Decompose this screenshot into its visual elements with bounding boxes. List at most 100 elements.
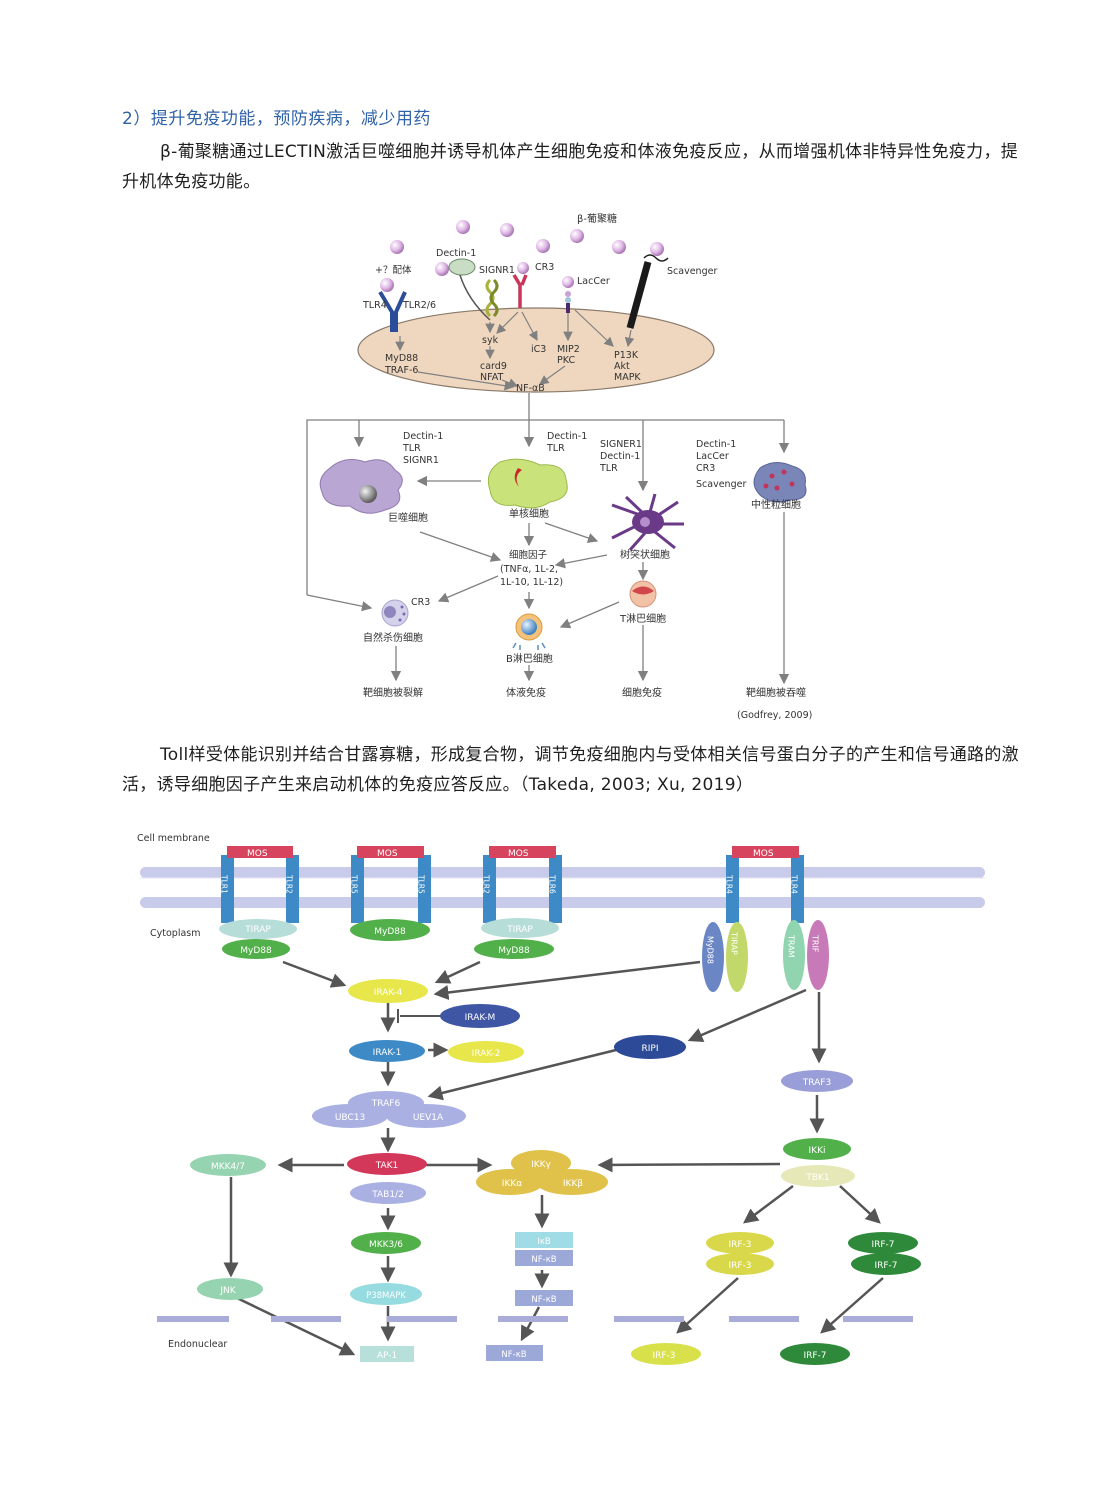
- cell-body: [357, 307, 715, 393]
- ikk-complex: IKKγ IKKα IKKβ: [476, 1150, 608, 1195]
- scavenger-label: Scavenger: [667, 266, 717, 277]
- ripi-label: RIPI: [642, 1044, 659, 1054]
- tak1-node: [347, 1153, 427, 1175]
- nfkb-nuclear-box: [486, 1345, 543, 1361]
- monocyte-receptors: Dectin-1 TLR: [546, 431, 590, 454]
- irf7-nuclear-node: [780, 1343, 850, 1365]
- irak2-label: IRAK-2: [472, 1049, 501, 1059]
- tlr2-label: TLR2: [285, 874, 294, 894]
- nk-cell-icon: [381, 599, 409, 627]
- jnk-node: [197, 1278, 263, 1300]
- cell-membrane-label: Cell membrane: [137, 833, 210, 844]
- akt-label: Akt: [614, 361, 630, 372]
- tbk1-label: TBK1: [805, 1173, 829, 1183]
- ikkb-label: IKKβ: [563, 1179, 583, 1189]
- paragraph-beta-glucan: β-葡聚糖通过LECTIN激活巨噬细胞并诱导机体产生细胞免疫和体液免疫反应，从而…: [122, 137, 1027, 197]
- monocyte-icon: [487, 458, 568, 509]
- mos-label: MOS: [377, 849, 398, 859]
- ap1-label: AP-1: [377, 1351, 397, 1361]
- outcome-phagocytosis: 靶细胞被吞噬: [746, 686, 806, 699]
- macrophage-icon: [319, 459, 403, 514]
- irak4-label: IRAK-4: [374, 988, 403, 998]
- cr3-label: CR3: [535, 262, 554, 273]
- myd88-label: MyD88: [240, 946, 272, 956]
- receptor: SIGNER1: [600, 439, 642, 450]
- receptor: TLR: [599, 463, 618, 474]
- ap1-box: [360, 1346, 414, 1362]
- paragraph-text: β-葡聚糖通过LECTIN激活巨噬细胞并诱导机体产生细胞免疫和体液免疫反应，从而…: [122, 142, 1019, 192]
- outcome-humoral: 体液免疫: [506, 686, 546, 699]
- tlr5-tlr5-complex: MOS TLR5 TLR5: [350, 846, 431, 923]
- irakm-node: [440, 1004, 520, 1028]
- irf3-label: IRF-3: [652, 1351, 675, 1361]
- tram-node: [783, 920, 805, 990]
- myd88-node: [350, 919, 430, 941]
- dendritic-receptors: SIGNER1 Dectin-1 TLR: [599, 439, 645, 474]
- receptor: Dectin-1: [696, 439, 736, 450]
- laccer-label: LacCer: [577, 276, 610, 287]
- tlr5-label: TLR5: [350, 874, 359, 894]
- traf3-node: [781, 1070, 853, 1092]
- dendritic-label: 树突状细胞: [620, 548, 670, 561]
- cytokine-label: 细胞因子 (TNFα, 1L-2, 1L-10, 1L-12): [500, 549, 563, 588]
- tab12-node: [350, 1182, 426, 1204]
- tlr2-tlr6-complex: MOS TLR2 TLR6: [482, 846, 562, 923]
- ikki-tbk1-complex: IKKi TBK1: [781, 1138, 855, 1187]
- endonuclear-label: Endonuclear: [168, 1339, 227, 1350]
- receptor: Dectin-1: [403, 431, 443, 442]
- irf7-label: IRF-7: [803, 1351, 826, 1361]
- section-heading: 2）提升免疫功能，预防疾病，减少用药: [122, 109, 431, 129]
- tlr6-label: TLR6: [548, 874, 557, 894]
- beta-glucan-label: β-葡聚糖: [577, 212, 617, 225]
- ic3-label: iC3: [531, 344, 546, 355]
- irf3-dimer: IRF-3 IRF-3: [706, 1232, 774, 1275]
- receptor: Scavenger: [696, 479, 746, 490]
- mip2-label: MIP2: [557, 344, 580, 355]
- mkk36-node: [351, 1232, 421, 1254]
- macrophage-receptors: Dectin-1 TLR SIGNR1: [402, 431, 446, 466]
- distribution-lines: [306, 393, 790, 685]
- trif-node: [807, 920, 829, 990]
- irakm-label: IRAK-M: [465, 1013, 496, 1023]
- myd88-node: [474, 939, 554, 959]
- tirap-label: TIRAP: [730, 931, 739, 955]
- mos-label: MOS: [753, 849, 774, 859]
- irf7-label: IRF-7: [874, 1261, 897, 1271]
- irak4-node: [348, 979, 428, 1003]
- tlr2-label: TLR2: [482, 874, 491, 894]
- signr1-receptor-icon: [485, 278, 499, 318]
- nk-label: 自然杀伤细胞: [363, 631, 423, 644]
- uev1a-label: UEV1A: [413, 1113, 444, 1123]
- signr1-label: SIGNR1: [479, 265, 515, 276]
- traf3-label: TRAF3: [802, 1078, 831, 1088]
- nfkb-box: [515, 1250, 573, 1266]
- receptor: Dectin-1: [547, 431, 587, 442]
- card9-label: card9: [480, 361, 507, 372]
- receptor: TLR: [402, 443, 421, 454]
- ripi-node: [614, 1035, 686, 1059]
- cytokine-line: 1L-10, 1L-12): [500, 577, 563, 588]
- receptor: SIGNR1: [403, 455, 439, 466]
- figure1-citation: (Godfrey, 2009): [737, 710, 812, 721]
- tirap-label: TIRAP: [506, 925, 533, 935]
- laccer-receptor-icon: [565, 291, 571, 313]
- t-cell-icon: [629, 580, 657, 608]
- beta-glucan-particles: [380, 220, 664, 292]
- tlr1-label: TLR1: [220, 874, 229, 894]
- tlr4-label: TLR4: [790, 874, 799, 894]
- tlr-receptor-icon: [378, 290, 407, 332]
- figure-tlr-signaling: Cell membrane Cytoplasm Endonuclear MOS …: [137, 833, 985, 1365]
- tirap-node: [481, 918, 559, 938]
- dendritic-cell-icon: [611, 493, 684, 551]
- jnk-label: JNK: [219, 1286, 236, 1296]
- ikkg-label: IKKγ: [531, 1160, 551, 1170]
- mos-label: MOS: [508, 849, 529, 859]
- receptor: LacCer: [696, 451, 729, 462]
- b-cell-label: B淋巴细胞: [506, 652, 553, 665]
- mkk47-node: [190, 1154, 266, 1176]
- ligand-label: +？配体: [375, 264, 412, 276]
- trif-label: TRIF: [811, 934, 820, 953]
- irf3-nuclear-node: [631, 1343, 701, 1365]
- irf7-label: IRF-7: [871, 1240, 894, 1250]
